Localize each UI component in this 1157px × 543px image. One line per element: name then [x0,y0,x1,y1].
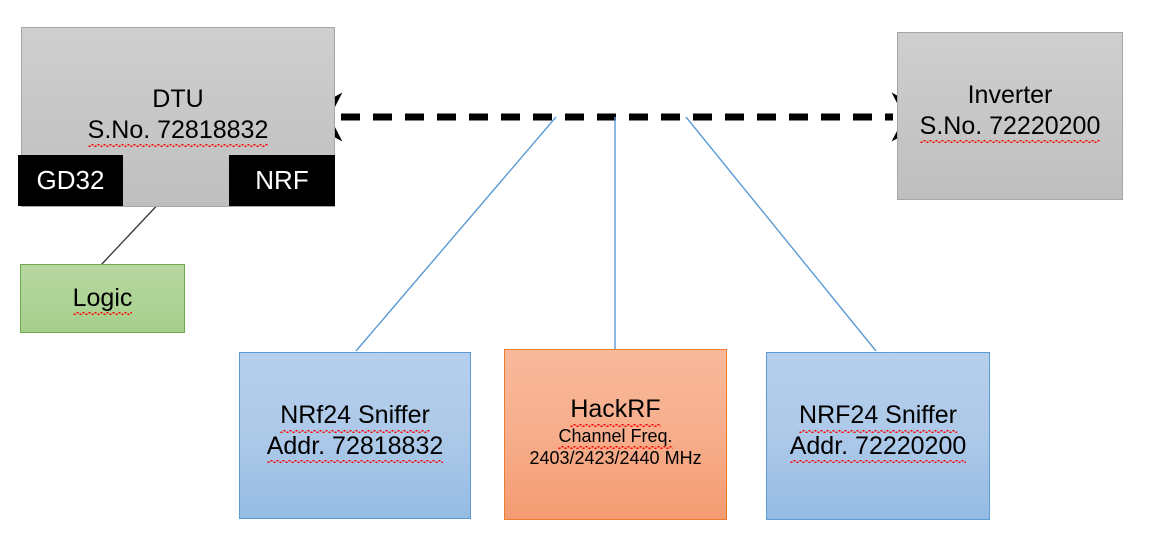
inverter-serial: S.No. 72220200 [919,111,1101,143]
connector-sniffer-right-tap [685,116,877,352]
sniffer-left-title: NRf24 Sniffer [280,401,430,432]
logic-label: Logic [72,283,133,315]
node-sniffer-right[interactable]: NRF24 Sniffer Addr. 72220200 [766,352,990,520]
node-inverter[interactable]: Inverter S.No. 72220200 [897,32,1123,200]
node-nrf[interactable]: NRF [229,155,335,206]
sniffer-right-title: NRF24 Sniffer [799,401,957,432]
node-sniffer-left[interactable]: NRf24 Sniffer Addr. 72818832 [239,352,471,519]
sniffer-right-address: Addr. 72220200 [789,431,967,463]
hackrf-frequencies: 2403/2423/2440 MHz [529,447,702,468]
gd32-label: GD32 [36,165,105,196]
node-gd32[interactable]: GD32 [18,155,123,206]
dtu-title: DTU [152,85,204,113]
hackrf-title: HackRF [570,395,661,426]
node-logic[interactable]: Logic [20,264,185,333]
sniffer-left-address: Addr. 72818832 [266,431,444,463]
inverter-title: Inverter [967,81,1053,109]
hackrf-subtitle: Channel Freq. [558,425,673,449]
connector-sniffer-left-tap [355,116,557,352]
node-hackrf[interactable]: HackRF Channel Freq. 2403/2423/2440 MHz [504,349,727,520]
dtu-serial: S.No. 72818832 [87,115,269,147]
nrf-label: NRF [255,165,309,196]
